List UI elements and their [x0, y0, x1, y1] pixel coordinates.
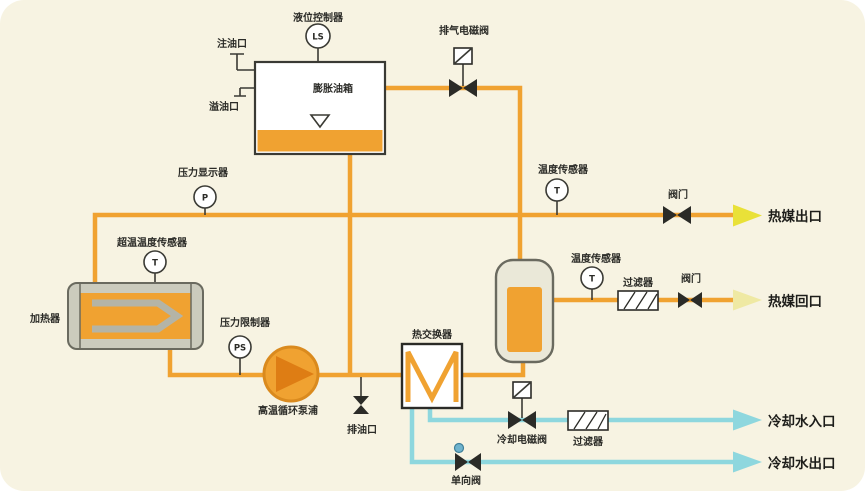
return-filter-label: 过滤器 [623, 276, 654, 289]
heat-exchanger-plates-icon [405, 350, 459, 404]
heater [67, 282, 204, 350]
temp-sensor-return-circle [580, 266, 604, 290]
pressure-limiter-tag: PS [234, 344, 246, 354]
fill-port-pipe [230, 53, 256, 71]
pump-label: 高温循环泵浦 [258, 404, 318, 417]
overtemp-sensor: T [143, 250, 167, 274]
separator-vessel-oil [507, 287, 542, 352]
return-filter [617, 290, 659, 311]
level-controller: LS [305, 23, 331, 49]
supply-valve-label: 阀门 [668, 188, 688, 201]
cooling-solenoid-valve-label: 冷却电磁阀 [497, 433, 547, 446]
exhaust-solenoid-valve [449, 47, 477, 97]
check-valve-ball-icon [453, 442, 465, 454]
oil-level-icon [309, 114, 331, 129]
temp-sensor-supply-label: 温度传感器 [538, 163, 589, 176]
hot-return-arrow-icon [733, 289, 762, 311]
cooling-outlet-pipe [409, 404, 733, 465]
overtemp-sensor-circle [143, 250, 167, 274]
pressure-display-circle [193, 185, 217, 209]
pump-rotor-icon [276, 356, 314, 392]
cooling-outlet-arrow-icon [733, 451, 762, 473]
circulation-pump [262, 345, 320, 403]
heating-element-icon [92, 299, 184, 333]
pressure-display: P [193, 185, 217, 209]
overtemp-sensor-label: 超温温度传感器 [116, 236, 188, 249]
check-valve-bowtie-icon [455, 453, 481, 471]
pressure-limiter-circle [228, 335, 252, 359]
temp-sensor-return-label: 温度传感器 [571, 252, 622, 265]
check-valve-label: 单向阀 [451, 474, 481, 487]
pump-loop-pipe [167, 346, 404, 378]
pressure-display-label: 压力显示器 [178, 166, 229, 179]
hot-media-return-label: 热媒回口 [768, 293, 822, 310]
cooling-filter-label: 过滤器 [573, 435, 604, 448]
heat-exchanger [400, 342, 464, 410]
cooling-filter [567, 410, 609, 431]
cooling-water-inlet-label: 冷却水入口 [768, 413, 836, 430]
cooling-solenoid-coil-mark [512, 381, 532, 399]
hot-supply-pipe [92, 212, 733, 284]
oil-drain-port-label: 排油口 [347, 423, 377, 436]
pressure-limiter: PS [228, 335, 252, 359]
exhaust-solenoid-bowtie-icon [449, 79, 477, 97]
return-valve-label: 阀门 [681, 272, 701, 285]
temp-sensor-supply-circle [545, 178, 569, 202]
temp-sensor-supply: T [545, 178, 569, 202]
exhaust-pipe [385, 85, 523, 268]
check-valve [453, 442, 481, 471]
expansion-tank-label: 膨胀油箱 [313, 82, 353, 95]
return-filter-hatch-icon [623, 291, 658, 310]
pressure-display-tag: P [202, 194, 208, 204]
return-valve-icon [678, 292, 702, 308]
temp-sensor-supply-tag: T [554, 187, 560, 197]
cooling-filter-hatch-icon [573, 411, 607, 430]
hot-media-outlet-label: 热媒出口 [768, 208, 822, 225]
separator-vessel [494, 258, 555, 364]
expansion-tank-oil [257, 130, 383, 152]
heat-exchanger-label: 热交换器 [412, 328, 453, 341]
overtemp-sensor-tag: T [152, 259, 158, 269]
supply-valve-icon [663, 206, 691, 224]
cooling-solenoid-valve [508, 381, 536, 429]
cooling-solenoid-bowtie-icon [508, 411, 536, 429]
overflow-port-label: 溢油口 [209, 100, 239, 113]
pressure-limiter-label: 压力限制器 [220, 316, 271, 329]
temp-sensor-return: T [580, 266, 604, 290]
cooling-water-outlet-label: 冷却水出口 [768, 455, 836, 472]
drain-valve-icon [353, 396, 369, 414]
heater-label: 加热器 [29, 312, 61, 325]
cooling-inlet-arrow-icon [733, 409, 762, 431]
expansion-tank [253, 60, 387, 156]
temp-sensor-return-tag: T [589, 275, 595, 285]
overflow-port-pipe [234, 87, 256, 97]
level-controller-label: 液位控制器 [293, 11, 344, 24]
return-filter-body [617, 290, 659, 311]
exhaust-solenoid-coil-mark [453, 47, 473, 65]
cooling-filter-body [567, 410, 609, 431]
cooling-inlet-pipe [427, 404, 733, 423]
level-controller-circle [305, 23, 331, 49]
exhaust-solenoid-valve-label: 排气电磁阀 [439, 24, 489, 37]
level-controller-tag: LS [312, 33, 324, 43]
hot-outlet-arrow-icon [733, 204, 762, 227]
fill-port-label: 注油口 [217, 37, 247, 50]
